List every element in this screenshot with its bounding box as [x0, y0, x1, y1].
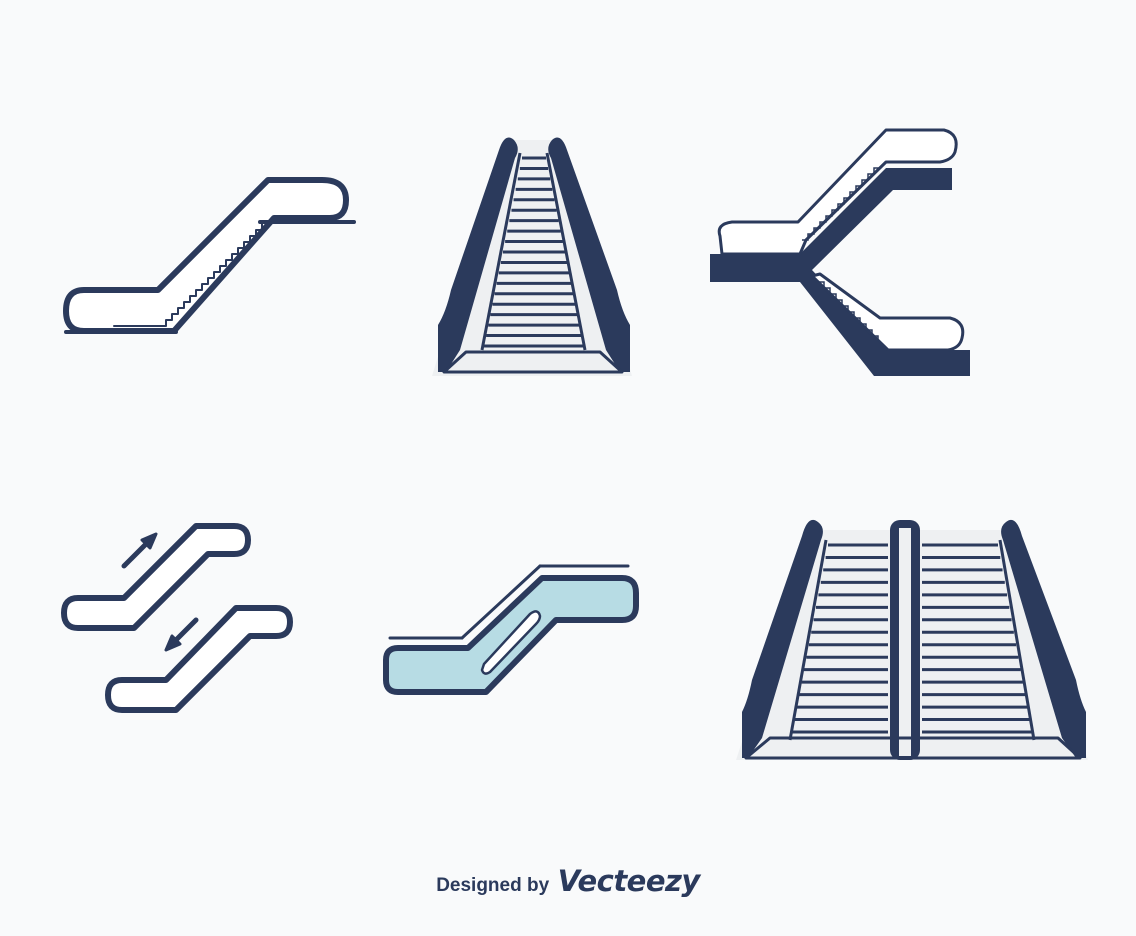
escalator-up-down-arrows-icon: [61, 523, 293, 713]
credit-brand-logo: Vecteezy: [557, 864, 701, 898]
escalator-front-single-icon: [432, 137, 632, 376]
credit-prefix: Designed by: [436, 875, 550, 896]
escalator-side-outline-icon: [63, 177, 356, 334]
escalator-split-levels-icon: [710, 128, 970, 376]
escalator-side-filled-icon: [383, 564, 639, 695]
designer-credit: Designed by Vecteezy: [0, 864, 1136, 898]
escalator-front-double-icon: [736, 519, 1088, 760]
